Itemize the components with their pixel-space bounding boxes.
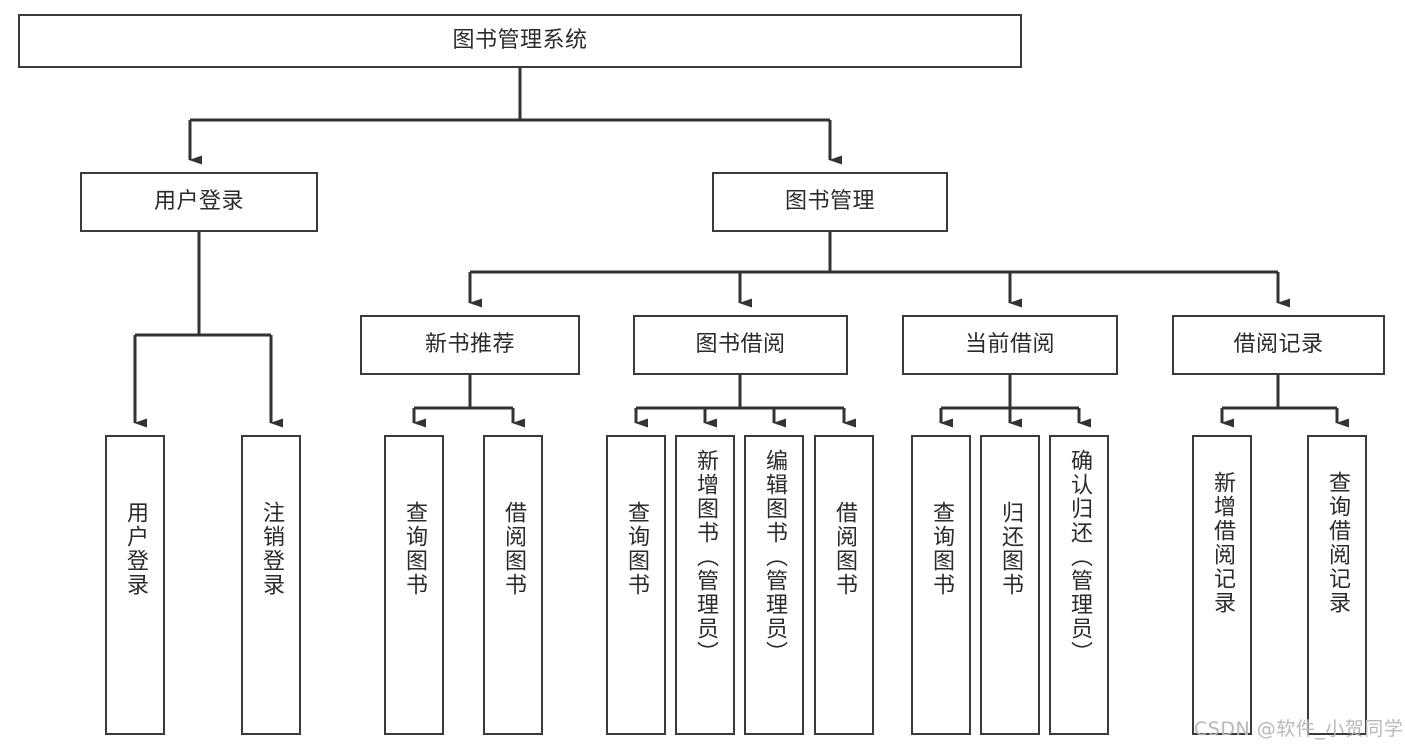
- leaf-current-borrow-0[interactable]: 查询图书: [911, 435, 971, 735]
- node-new-book-rec[interactable]: 新书推荐: [360, 315, 580, 375]
- node-book-borrow[interactable]: 图书借阅: [633, 315, 848, 375]
- node-root[interactable]: 图书管理系统: [18, 14, 1022, 68]
- node-book-manage-label: 图书管理: [784, 189, 875, 215]
- leaf-user-login-1[interactable]: 注销登录: [241, 435, 301, 735]
- node-user-login[interactable]: 用户登录: [80, 172, 318, 232]
- leaf-book-borrow-2[interactable]: 编辑图书（管理员）: [744, 435, 804, 735]
- leaf-book-borrow-1-label: 新增图书（管理员）: [693, 449, 718, 665]
- leaf-current-borrow-2-label: 确认归还（管理员）: [1067, 449, 1092, 665]
- leaf-book-borrow-1[interactable]: 新增图书（管理员）: [675, 435, 735, 735]
- leaf-user-login-1-label: 注销登录: [259, 501, 284, 597]
- leaf-new-book-rec-0[interactable]: 查询图书: [384, 435, 444, 735]
- leaf-borrow-record-1-label: 查询借阅记录: [1325, 471, 1350, 615]
- node-root-label: 图书管理系统: [452, 28, 588, 54]
- leaf-current-borrow-1[interactable]: 归还图书: [980, 435, 1040, 735]
- leaf-borrow-record-0-label: 新增借阅记录: [1210, 471, 1235, 615]
- node-book-borrow-label: 图书借阅: [695, 332, 786, 358]
- leaf-new-book-rec-1-label: 借阅图书: [501, 501, 526, 597]
- node-borrow-record-label: 借阅记录: [1233, 332, 1324, 358]
- leaf-current-borrow-2[interactable]: 确认归还（管理员）: [1049, 435, 1109, 735]
- leaf-book-borrow-0[interactable]: 查询图书: [606, 435, 666, 735]
- leaf-borrow-record-1[interactable]: 查询借阅记录: [1307, 435, 1367, 735]
- node-current-borrow-label: 当前借阅: [964, 332, 1055, 358]
- leaf-user-login-0-label: 用户登录: [123, 501, 148, 597]
- node-current-borrow[interactable]: 当前借阅: [902, 315, 1118, 375]
- leaf-book-borrow-3-label: 借阅图书: [832, 501, 857, 597]
- node-borrow-record[interactable]: 借阅记录: [1172, 315, 1385, 375]
- leaf-book-borrow-2-label: 编辑图书（管理员）: [762, 449, 787, 665]
- leaf-book-borrow-3[interactable]: 借阅图书: [814, 435, 874, 735]
- leaf-book-borrow-0-label: 查询图书: [624, 501, 649, 597]
- leaf-new-book-rec-1[interactable]: 借阅图书: [483, 435, 543, 735]
- node-book-manage[interactable]: 图书管理: [712, 172, 948, 232]
- node-user-login-label: 用户登录: [153, 189, 244, 215]
- leaf-user-login-0[interactable]: 用户登录: [105, 435, 165, 735]
- leaf-current-borrow-1-label: 归还图书: [998, 501, 1023, 597]
- watermark-text: CSDN @软件_小贺同学: [1194, 718, 1404, 740]
- node-new-book-rec-label: 新书推荐: [424, 332, 515, 358]
- leaf-current-borrow-0-label: 查询图书: [929, 501, 954, 597]
- leaf-borrow-record-0[interactable]: 新增借阅记录: [1192, 435, 1252, 735]
- leaf-new-book-rec-0-label: 查询图书: [402, 501, 427, 597]
